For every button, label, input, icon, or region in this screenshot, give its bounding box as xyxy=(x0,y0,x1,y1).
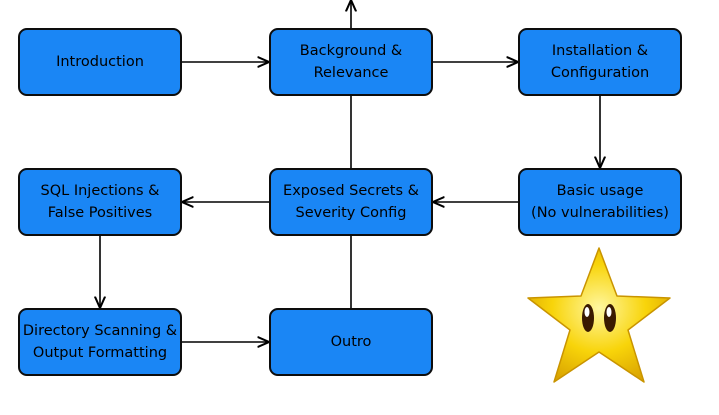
node-label: Basic usage xyxy=(556,183,644,199)
node-label: (No vulnerabilities) xyxy=(531,205,669,221)
node-label: Background & xyxy=(299,43,403,59)
node-outro: Outro xyxy=(269,308,433,376)
node-label: False Positives xyxy=(47,205,153,221)
node-label: Exposed Secrets & xyxy=(283,183,419,199)
node-label: Outro xyxy=(330,334,372,350)
node-exposed-secrets: Exposed Secrets & Severity Config xyxy=(269,168,433,236)
node-label: Configuration xyxy=(550,65,650,81)
star-icon xyxy=(527,247,671,383)
node-label: SQL Injections & xyxy=(40,183,160,199)
node-directory-scanning: Directory Scanning & Output Formatting xyxy=(18,308,182,376)
node-label: Severity Config xyxy=(295,205,407,221)
node-sql-injections: SQL Injections & False Positives xyxy=(18,168,182,236)
node-label: Relevance xyxy=(313,65,389,81)
node-label: Output Formatting xyxy=(32,345,168,361)
star-shape xyxy=(527,247,671,383)
node-background: Background & Relevance xyxy=(269,28,433,96)
node-installation: Installation & Configuration xyxy=(518,28,682,96)
node-basic-usage: Basic usage (No vulnerabilities) xyxy=(518,168,682,236)
node-label: Installation & xyxy=(551,43,649,59)
node-label: Introduction xyxy=(56,54,144,70)
node-introduction: Introduction xyxy=(18,28,182,96)
node-label: Directory Scanning & xyxy=(22,323,178,339)
